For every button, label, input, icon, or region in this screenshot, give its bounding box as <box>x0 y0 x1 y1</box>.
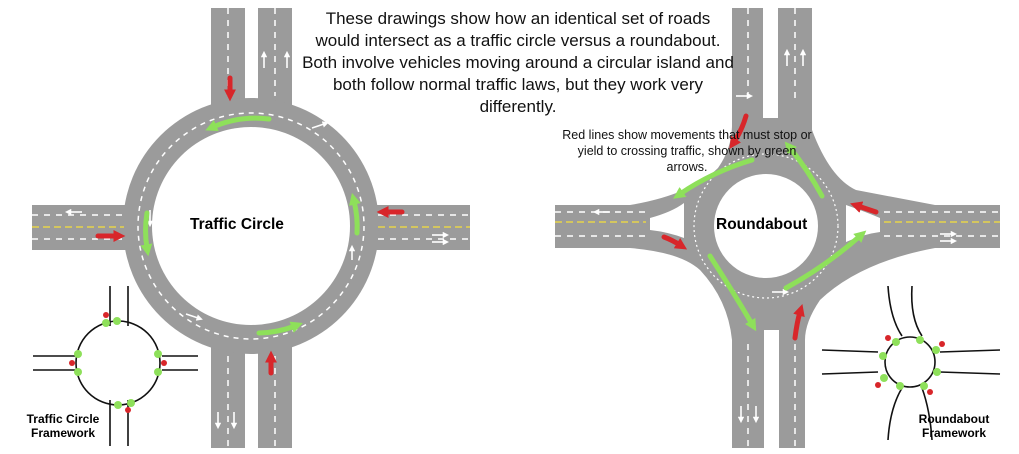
roundabout-diagram <box>555 8 1000 448</box>
conflict-point <box>102 319 110 327</box>
yield-arrow <box>729 113 749 149</box>
conflict-point <box>113 317 121 325</box>
conflict-point <box>939 341 945 347</box>
circulating-arrow <box>140 210 153 257</box>
traffic-circle-diagram <box>32 8 470 448</box>
conflict-point <box>74 350 82 358</box>
conflict-point <box>125 407 131 413</box>
traffic-circle-framework-label: Traffic Circle Framework <box>26 412 100 440</box>
circulating-arrow <box>784 141 825 199</box>
circulating-arrow <box>349 192 361 236</box>
roundabout-gap-south <box>764 330 779 448</box>
yield-arrow <box>792 303 805 341</box>
roundabout-circulating-arrows <box>673 141 867 332</box>
yield-arrow <box>661 234 688 250</box>
conflict-point <box>127 399 135 407</box>
roundabout-lane-arrows <box>592 48 958 424</box>
traffic-circle-conflict-points <box>69 312 167 413</box>
circulating-arrow <box>673 157 755 199</box>
roundabout-framework <box>821 285 1001 441</box>
conflict-point <box>154 368 162 376</box>
conflict-point <box>103 312 109 318</box>
conflict-point <box>875 382 881 388</box>
conflict-point <box>916 336 924 344</box>
splitter-island-west <box>650 203 684 238</box>
circulating-arrow <box>783 230 867 291</box>
conflict-point <box>932 346 940 354</box>
legend-text: Red lines show movements that must stop … <box>562 128 812 174</box>
conflict-point <box>69 360 75 366</box>
traffic-circle-label: Traffic Circle <box>190 216 284 233</box>
intro-text: These drawings show how an identical set… <box>302 9 734 116</box>
roundabout-label: Roundabout <box>716 216 808 233</box>
conflict-point <box>896 382 904 390</box>
conflict-point <box>879 352 887 360</box>
circulating-arrow <box>256 321 303 336</box>
conflict-point <box>892 338 900 346</box>
conflict-point <box>885 335 891 341</box>
roundabout-island <box>714 174 818 278</box>
circulating-arrow <box>707 253 757 332</box>
roundabout-lane-dashes <box>555 8 1000 448</box>
conflict-point <box>114 401 122 409</box>
traffic-circle-island <box>152 127 350 325</box>
conflict-point <box>154 350 162 358</box>
conflict-point <box>920 382 928 390</box>
conflict-point <box>927 389 933 395</box>
conflict-point <box>161 360 167 366</box>
road-gap-south <box>245 352 258 448</box>
roundabout-conflict-points <box>875 335 945 395</box>
roundabout-ring-edge <box>693 153 839 299</box>
roundabout-framework-label: Roundabout Framework <box>918 412 990 440</box>
roundabout-gap-north <box>763 8 778 118</box>
roundabout-yield-arrows <box>661 113 879 341</box>
traffic-circle-lane-arrows <box>64 50 450 430</box>
circulating-arrow <box>205 115 272 132</box>
yield-arrow <box>850 201 879 215</box>
traffic-circle-circulating-arrows <box>140 115 361 336</box>
road-gap-north <box>245 8 258 100</box>
traffic-circle-yield-arrows <box>95 75 405 376</box>
roundabout-framework-lines <box>821 285 1001 441</box>
traffic-circle-lane-divider <box>137 112 365 340</box>
conflict-point <box>74 368 82 376</box>
conflict-point <box>880 374 888 382</box>
traffic-circle-framework <box>33 286 198 446</box>
conflict-point <box>933 368 941 376</box>
